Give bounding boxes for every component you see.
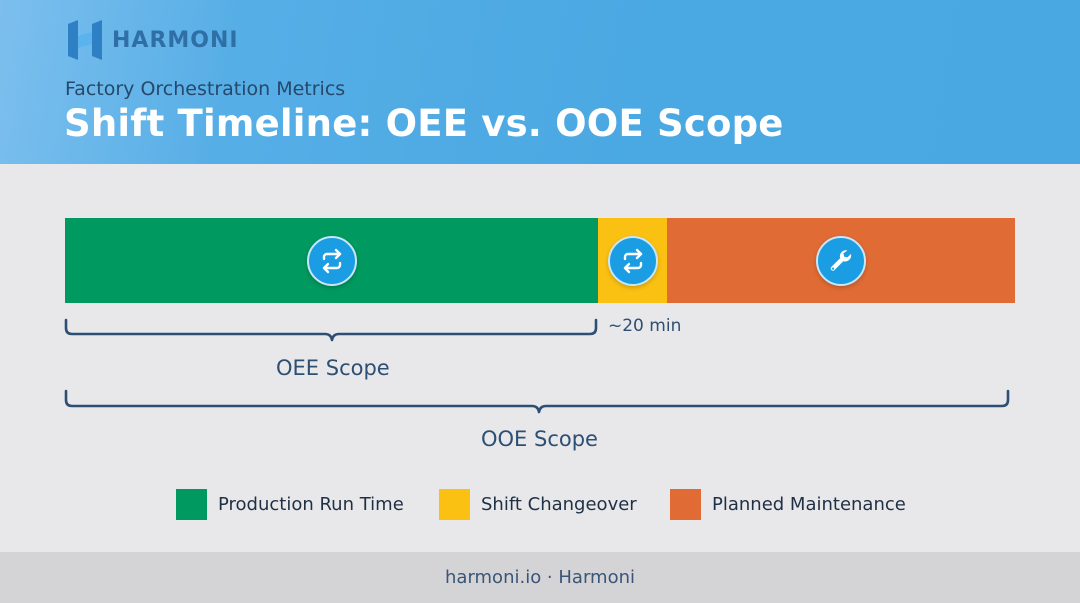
brand-name: HARMONI xyxy=(112,27,239,53)
legend-item-production: Production Run Time xyxy=(176,488,404,520)
ooe-scope-bracket xyxy=(64,389,1010,414)
legend: Production Run Time Shift Changeover Pla… xyxy=(0,488,1080,520)
page-title: Shift Timeline: OEE vs. OOE Scope xyxy=(64,102,784,145)
legend-label: Planned Maintenance xyxy=(712,493,906,515)
page-subtitle: Factory Orchestration Metrics xyxy=(65,78,346,100)
footer: harmoni.io · Harmoni xyxy=(0,552,1080,603)
header-banner: HARMONI Factory Orchestration Metrics Sh… xyxy=(0,0,1080,164)
oee-scope-label: OEE Scope xyxy=(276,356,390,380)
brand-logo: HARMONI xyxy=(64,20,239,60)
segment-planned-maintenance xyxy=(667,218,1015,303)
footer-text: harmoni.io · Harmoni xyxy=(445,567,635,588)
segment-shift-changeover xyxy=(598,218,667,303)
legend-swatch xyxy=(670,488,701,520)
legend-item-maintenance: Planned Maintenance xyxy=(670,488,906,520)
wrench-icon xyxy=(816,235,866,286)
cycle-icon xyxy=(306,235,357,286)
legend-label: Production Run Time xyxy=(218,493,404,515)
changeover-duration-label: ~20 min xyxy=(608,316,682,336)
legend-label: Shift Changeover xyxy=(481,493,637,515)
cycle-icon xyxy=(607,235,658,286)
segment-production-run-time xyxy=(65,218,598,303)
ooe-scope-label: OOE Scope xyxy=(481,427,598,451)
legend-item-changeover: Shift Changeover xyxy=(439,488,637,520)
legend-swatch xyxy=(176,488,207,520)
legend-swatch xyxy=(439,488,470,520)
harmoni-logo-icon xyxy=(68,20,102,60)
oee-scope-bracket xyxy=(64,318,598,342)
shift-timeline xyxy=(65,218,1015,303)
